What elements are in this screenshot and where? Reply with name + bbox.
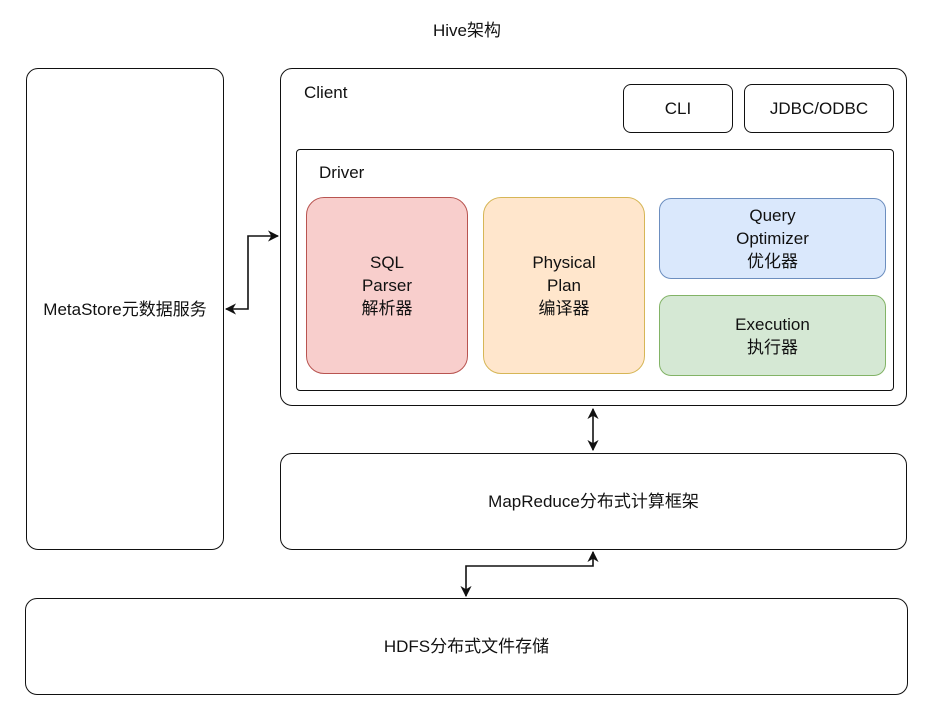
mapreduce-hdfs-arrow <box>460 550 599 598</box>
cli-label: CLI <box>664 99 692 118</box>
driver-label: Driver <box>319 163 365 182</box>
optimizer-line: Query <box>749 206 796 225</box>
metastore-label: MetaStore元数据服务 <box>43 299 207 319</box>
plan-line: Physical <box>532 253 596 272</box>
client-box: Client CLI JDBC/ODBC Driver SQL Parser 解… <box>280 68 907 406</box>
mapreduce-box: MapReduce分布式计算框架 <box>280 453 907 550</box>
physical-plan-box: Physical Plan 编译器 <box>483 197 645 374</box>
optimizer-line: Optimizer <box>736 229 809 248</box>
sql-parser-box: SQL Parser 解析器 <box>306 197 468 374</box>
metastore-client-arrow <box>224 230 280 315</box>
diagram-title: Hive架构 <box>432 21 501 40</box>
jdbc-odbc-label: JDBC/ODBC <box>769 99 869 118</box>
execution-line: Execution <box>735 314 810 334</box>
execution-line: 执行器 <box>746 337 798 357</box>
client-label: Client <box>304 83 348 102</box>
plan-line: 编译器 <box>538 299 590 318</box>
parser-line: SQL <box>369 253 405 272</box>
parser-line: Parser <box>361 276 413 295</box>
metastore-box: MetaStore元数据服务 <box>26 68 224 550</box>
execution-box: Execution 执行器 <box>659 295 886 376</box>
jdbc-odbc-box: JDBC/ODBC <box>744 84 894 133</box>
hdfs-label: HDFS分布式文件存储 <box>383 637 550 656</box>
plan-line: Plan <box>546 276 582 295</box>
mapreduce-label: MapReduce分布式计算框架 <box>488 492 699 511</box>
driver-box: Driver SQL Parser 解析器 Physical Plan 编译器 … <box>296 149 894 391</box>
query-optimizer-box: Query Optimizer 优化器 <box>659 198 886 279</box>
parser-line: 解析器 <box>361 299 413 318</box>
hdfs-box: HDFS分布式文件存储 <box>25 598 908 695</box>
cli-box: CLI <box>623 84 733 133</box>
optimizer-line: 优化器 <box>746 252 798 271</box>
